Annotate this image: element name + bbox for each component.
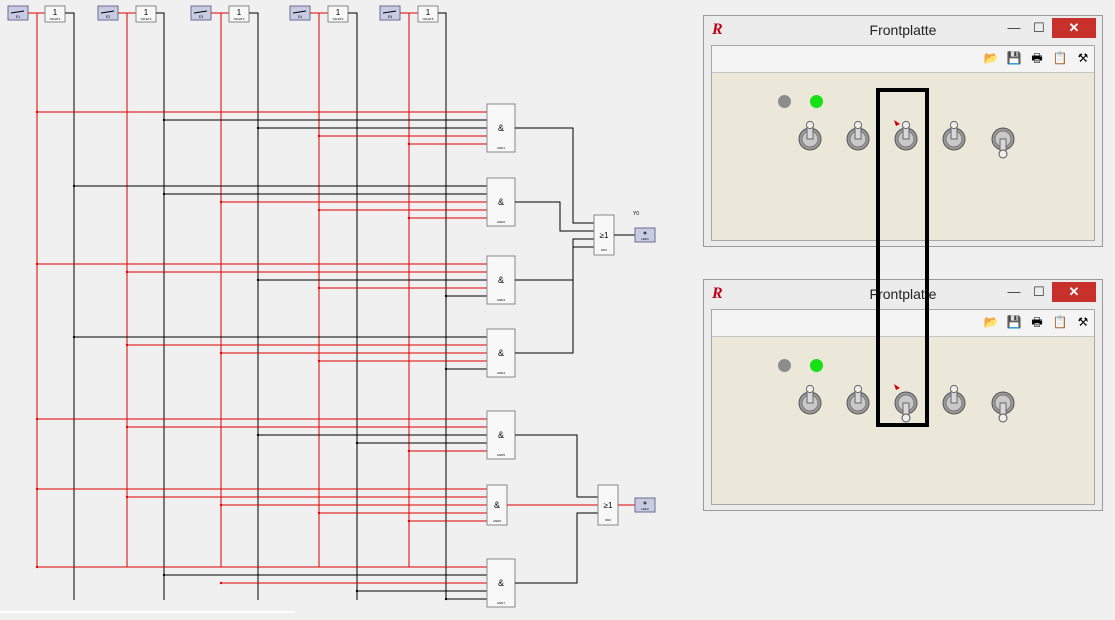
or-gate-caption: OR2 xyxy=(605,518,612,522)
or-gate-symbol: ≥1 xyxy=(604,501,613,510)
save-icon[interactable]: 💾 xyxy=(1006,315,1022,329)
input-label: E5 xyxy=(388,15,392,19)
and-gate-caption: AND3 xyxy=(497,298,505,302)
toggle-switch-1[interactable] xyxy=(796,118,824,160)
and-gate-caption: AND2 xyxy=(497,220,505,224)
title-bar[interactable]: R Frontplatte — ☐ ✕ xyxy=(704,280,1102,308)
tools-icon[interactable]: ⚒ xyxy=(1077,315,1089,329)
and-gate-symbol: & xyxy=(498,348,504,358)
open-folder-icon[interactable]: 📂 xyxy=(983,51,999,65)
toggle-switch-3[interactable] xyxy=(892,382,920,424)
toolbar: 📂 💾 🖶 📋 ⚒ xyxy=(712,310,1094,337)
lamp-on xyxy=(810,95,823,108)
input-label: E3 xyxy=(199,15,203,19)
panel-area: 📂 💾 🖶 📋 ⚒ xyxy=(711,309,1095,505)
output-label: Y0 xyxy=(633,211,639,217)
maximize-button[interactable]: ☐ xyxy=(1033,284,1045,299)
output-led-1 xyxy=(634,227,656,243)
clipboard-icon[interactable]: 📋 xyxy=(1052,51,1068,65)
highlight-box xyxy=(876,88,929,427)
toggle-switch-3[interactable] xyxy=(892,118,920,160)
and-gate-caption: AND1 xyxy=(497,146,505,150)
and-gate-3 xyxy=(486,255,516,305)
and-gate-5 xyxy=(486,410,516,460)
or-gate-symbol: ≥1 xyxy=(600,231,609,240)
not-gate-caption: NICHT1 xyxy=(50,17,61,21)
clipboard-icon[interactable]: 📋 xyxy=(1052,315,1068,329)
minimize-button[interactable]: — xyxy=(1007,20,1021,35)
and-gate-caption: AND5 xyxy=(497,453,505,457)
not-gate-4 xyxy=(327,5,349,23)
save-icon[interactable]: 💾 xyxy=(1006,51,1022,65)
toggle-switch-4[interactable] xyxy=(940,118,968,160)
input-label: E4 xyxy=(298,15,302,19)
window-title: Frontplatte xyxy=(869,286,937,302)
frontpanel-window-1[interactable]: R Frontplatte — ☐ ✕ 📂 💾 🖶 📋 ⚒ xyxy=(703,15,1103,247)
print-icon[interactable]: 🖶 xyxy=(1031,51,1043,65)
lamp-off xyxy=(778,359,791,372)
and-gate-symbol: & xyxy=(498,123,504,133)
toggle-switch-5[interactable] xyxy=(989,118,1017,160)
and-gate-caption: AND6 xyxy=(493,519,501,523)
toggle-switch-1[interactable] xyxy=(796,382,824,424)
open-folder-icon[interactable]: 📂 xyxy=(983,315,999,329)
maximize-button[interactable]: ☐ xyxy=(1033,20,1045,35)
not-gate-1 xyxy=(44,5,66,23)
not-gate-symbol: 1 xyxy=(237,8,242,17)
not-gate-caption: NICHT4 xyxy=(333,17,344,21)
print-icon[interactable]: 🖶 xyxy=(1031,315,1043,329)
output-caption: LED2 xyxy=(641,507,649,511)
title-bar[interactable]: R Frontplatte — ☐ ✕ xyxy=(704,16,1102,44)
app-logo-icon: R xyxy=(712,21,723,38)
app-logo-icon: R xyxy=(712,285,723,302)
not-gate-symbol: 1 xyxy=(53,8,58,17)
frontpanel-window-2[interactable]: R Frontplatte — ☐ ✕ 📂 💾 🖶 📋 ⚒ xyxy=(703,279,1103,511)
lamp-on xyxy=(810,359,823,372)
tools-icon[interactable]: ⚒ xyxy=(1077,51,1089,65)
window-title: Frontplatte xyxy=(869,22,937,38)
toggle-switch-2[interactable] xyxy=(844,382,872,424)
toggle-switch-2[interactable] xyxy=(844,118,872,160)
toggle-switch-5[interactable] xyxy=(989,382,1017,424)
and-gate-caption: AND4 xyxy=(497,371,505,375)
and-gate-4 xyxy=(486,328,516,378)
and-gate-caption: AND7 xyxy=(497,601,505,605)
and-gate-symbol: & xyxy=(498,197,504,207)
not-gate-symbol: 1 xyxy=(144,8,149,17)
minimize-button[interactable]: — xyxy=(1007,284,1021,299)
and-gate-symbol: & xyxy=(498,275,504,285)
not-gate-caption: NICHT2 xyxy=(141,17,152,21)
input-label: E1 xyxy=(16,15,20,19)
and-gate-2 xyxy=(486,177,516,227)
toolbar: 📂 💾 🖶 📋 ⚒ xyxy=(712,46,1094,73)
and-gate-symbol: & xyxy=(498,578,504,588)
close-button[interactable]: ✕ xyxy=(1052,282,1096,302)
lamp-off xyxy=(778,95,791,108)
output-caption: LED1 xyxy=(641,237,649,241)
divider xyxy=(0,611,295,613)
output-led-2 xyxy=(634,497,656,513)
and-gate-symbol: & xyxy=(494,500,500,510)
or-gate-caption: OR1 xyxy=(601,248,608,252)
not-gate-3 xyxy=(228,5,250,23)
panel-area: 📂 💾 🖶 📋 ⚒ xyxy=(711,45,1095,241)
not-gate-2 xyxy=(135,5,157,23)
toggle-switch-4[interactable] xyxy=(940,382,968,424)
input-label: E2 xyxy=(106,15,110,19)
and-gate-symbol: & xyxy=(498,430,504,440)
not-gate-caption: NICHT3 xyxy=(234,17,245,21)
close-button[interactable]: ✕ xyxy=(1052,18,1096,38)
not-gate-5 xyxy=(417,5,439,23)
not-gate-symbol: 1 xyxy=(336,8,341,17)
not-gate-caption: NICHT5 xyxy=(423,17,434,21)
and-gate-7 xyxy=(486,558,516,608)
not-gate-symbol: 1 xyxy=(426,8,431,17)
